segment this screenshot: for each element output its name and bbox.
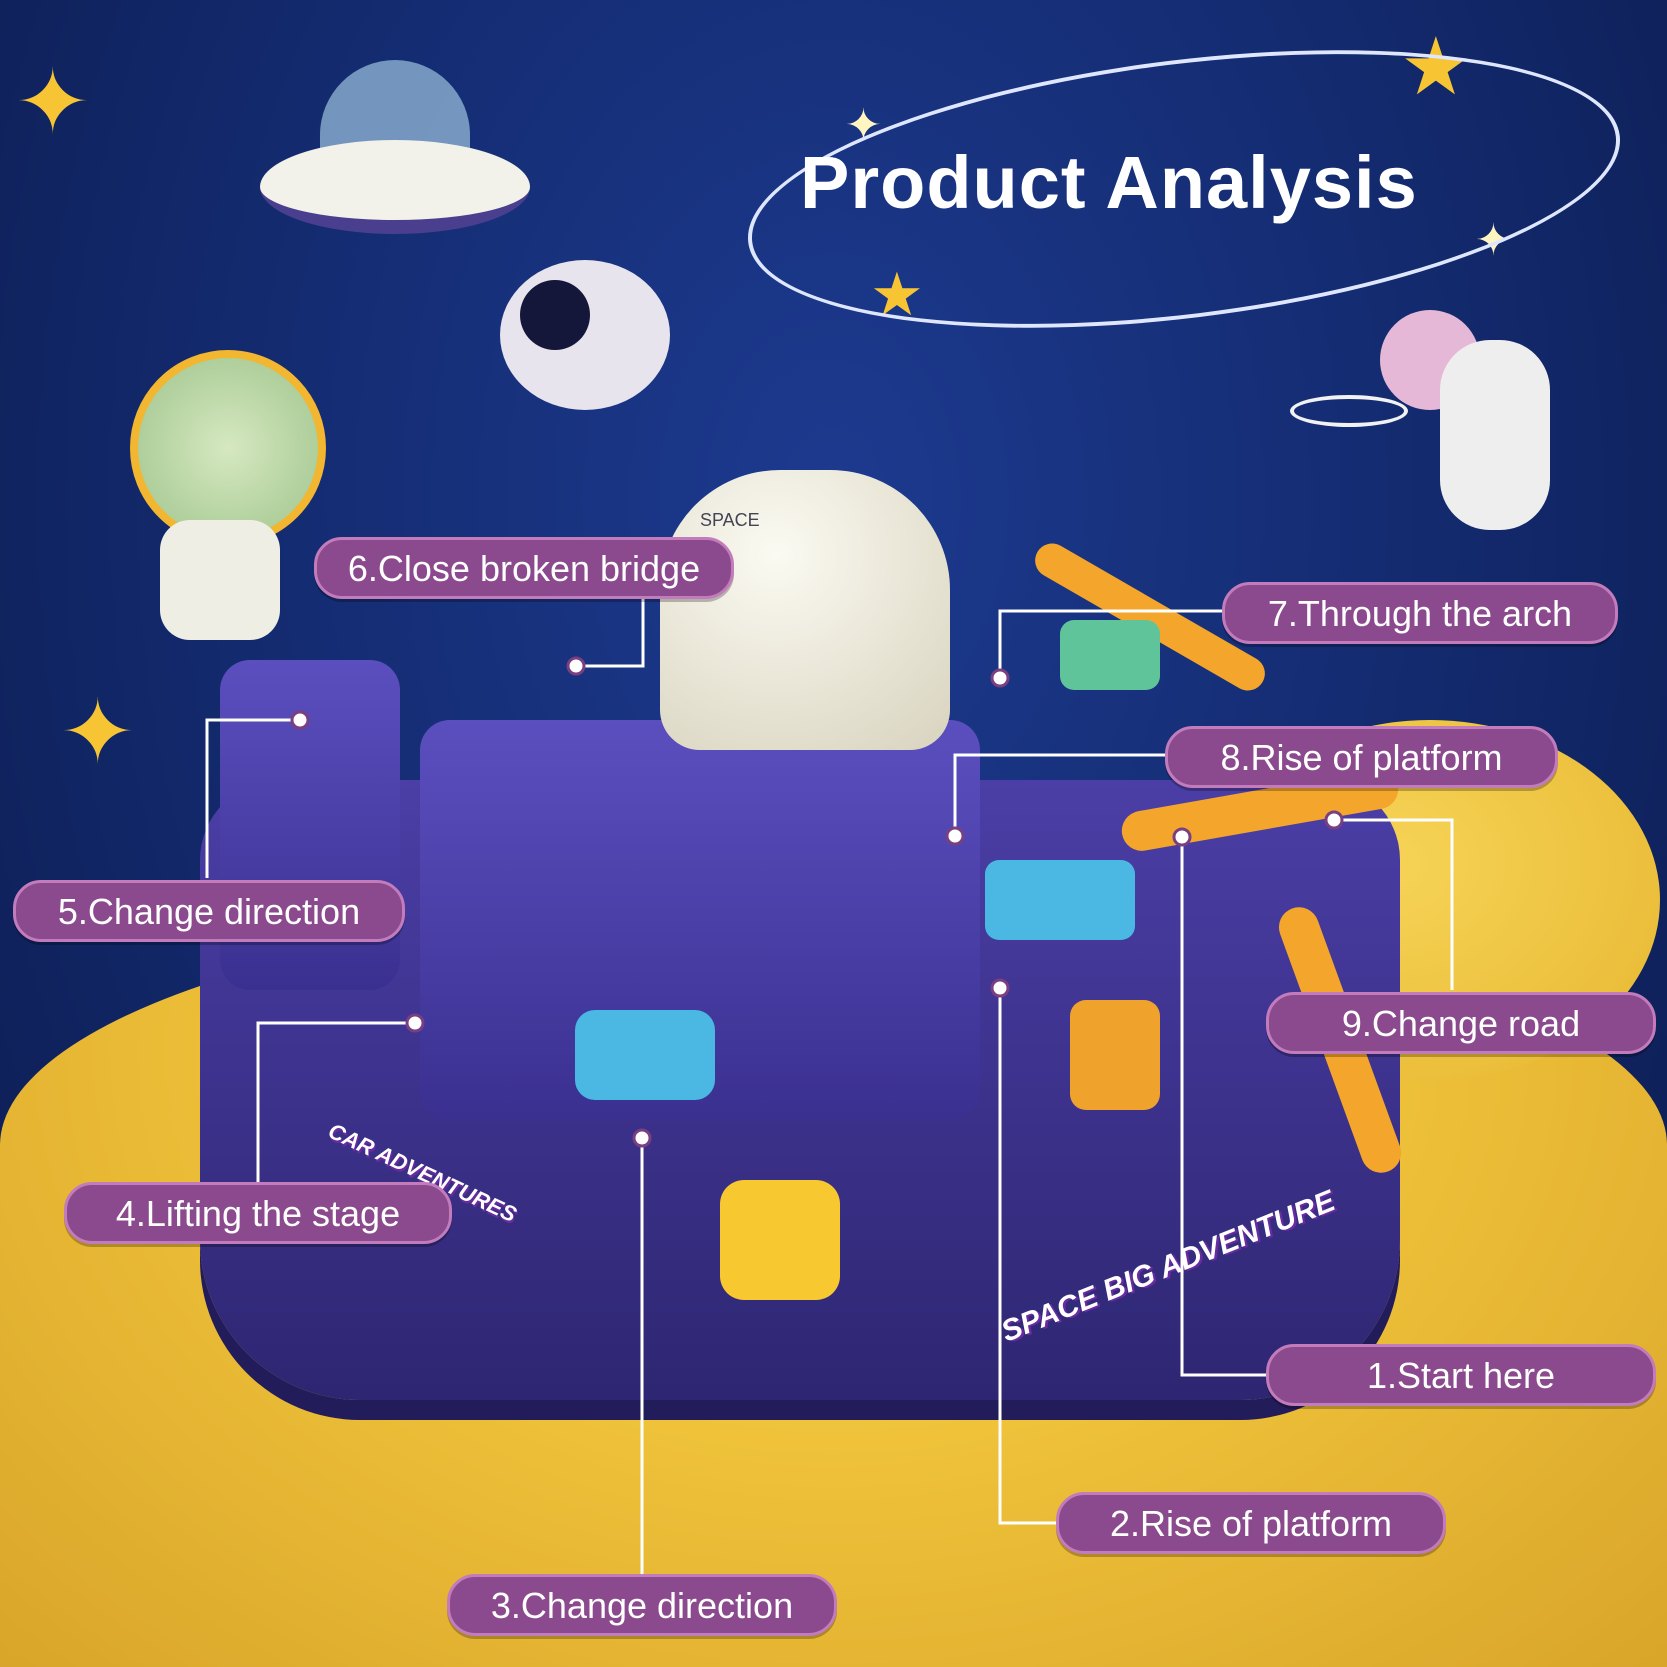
- hotspot-4: [405, 1013, 425, 1033]
- ufo-illustration: [260, 60, 530, 234]
- leader-line-9: [1334, 818, 1454, 990]
- hotspot-2: [990, 978, 1010, 998]
- hotspot-5: [290, 710, 310, 730]
- hotspot-8: [945, 826, 965, 846]
- leader-line-2: [998, 988, 1056, 1525]
- space-station: SPACE: [660, 470, 950, 750]
- label-change-direction-5: 5.Change direction: [13, 880, 405, 942]
- hotspot-6: [566, 656, 586, 676]
- car-blue: [575, 1010, 715, 1100]
- label-start-here: 1.Start here: [1266, 1344, 1656, 1406]
- label-close-broken-bridge: 6.Close broken bridge: [314, 537, 734, 599]
- astronaut-floating: [500, 260, 670, 410]
- car-truck: [985, 860, 1135, 940]
- sparkle-icon: ✦: [845, 101, 882, 150]
- label-change-direction-3: 3.Change direction: [447, 1574, 837, 1636]
- leader-line-4: [256, 1021, 415, 1182]
- leader-line-8: [953, 753, 1165, 836]
- basketball-hoop: [1290, 395, 1408, 427]
- leader-line-6: [576, 567, 645, 668]
- star-icon: ★: [1400, 22, 1472, 111]
- label-rise-of-platform-8: 8.Rise of platform: [1165, 726, 1558, 788]
- star-icon: ✦: [15, 53, 91, 153]
- label-rise-of-platform-2: 2.Rise of platform: [1056, 1492, 1446, 1554]
- label-lifting-the-stage: 4.Lifting the stage: [64, 1182, 452, 1244]
- astronaut-basketball: [1380, 310, 1570, 540]
- gear-knob: [720, 1180, 840, 1300]
- leader-line-7: [998, 609, 1222, 678]
- astronaut-figure: [120, 350, 326, 650]
- star-icon: ✦: [60, 683, 136, 783]
- star-icon: ★: [870, 261, 924, 328]
- label-change-road: 9.Change road: [1266, 992, 1656, 1054]
- orange-knob: [1070, 1000, 1160, 1110]
- station-text: SPACE: [700, 510, 760, 530]
- hotspot-1: [1172, 827, 1192, 847]
- leader-line-1: [1180, 837, 1266, 1377]
- page-title: Product Analysis: [800, 141, 1418, 224]
- hotspot-7: [990, 668, 1010, 688]
- car-green: [1060, 620, 1160, 690]
- hotspot-3: [632, 1128, 652, 1148]
- hotspot-9: [1324, 810, 1344, 830]
- label-through-the-arch: 7.Through the arch: [1222, 582, 1618, 644]
- leader-line-5: [205, 718, 300, 878]
- sparkle-icon: ✦: [1475, 216, 1512, 265]
